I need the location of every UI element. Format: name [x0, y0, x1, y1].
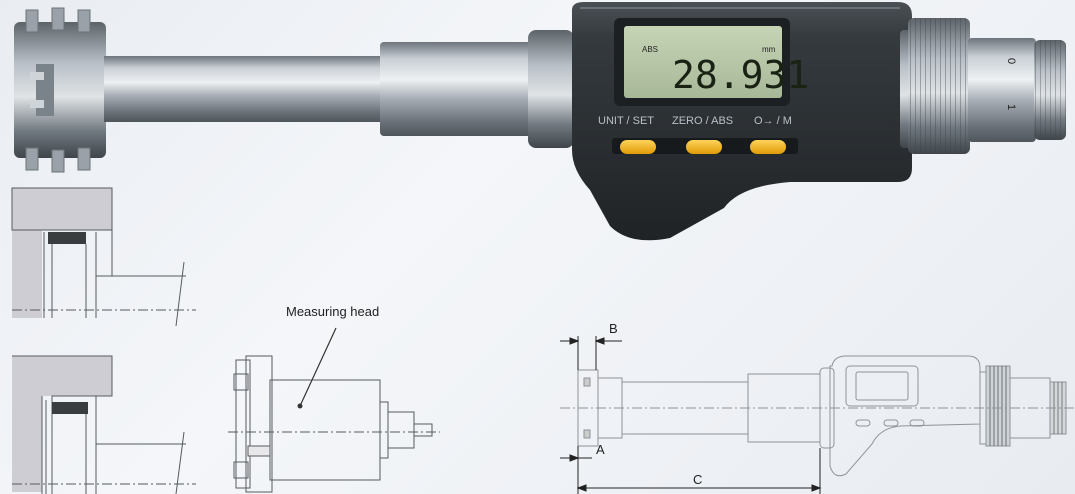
- hold-memory-button[interactable]: [750, 140, 786, 154]
- measuring-head-diagram: [228, 327, 440, 493]
- lcd-screen: [624, 26, 782, 98]
- knurled-ring: [908, 18, 970, 154]
- dimension-c-label: C: [693, 472, 702, 487]
- body-collar: [528, 30, 574, 148]
- zero-abs-label: ZERO / ABS: [672, 115, 733, 127]
- hold-memory-label: O→ / M: [754, 115, 792, 127]
- abs-indicator: ABS: [642, 45, 658, 54]
- mm-indicator: mm: [762, 45, 776, 54]
- zero-abs-button[interactable]: [686, 140, 722, 154]
- micrometer-photo: 0 1 UNIT / SET ZERO / ABS O→ / M ABS mm …: [14, 2, 1066, 241]
- dimension-lines: [560, 336, 822, 494]
- setting-ring-diagram-upper: [11, 187, 196, 327]
- setting-ring-diagram-lower: [12, 355, 196, 494]
- thimble: [968, 38, 1036, 142]
- measuring-head-callout: Measuring head: [286, 304, 379, 319]
- dimension-a-label: A: [596, 442, 605, 457]
- thimble-mark-1: 1: [1005, 104, 1017, 110]
- unit-set-button[interactable]: [620, 140, 656, 154]
- lcd-reading: 28.931: [672, 53, 809, 97]
- measuring-head-photo: [14, 7, 106, 173]
- dimension-diagram: [560, 355, 1075, 477]
- thimble-mark-0: 0: [1005, 58, 1017, 64]
- digital-body: [572, 2, 912, 241]
- ratchet-stop: [1034, 40, 1066, 140]
- dimension-b-label: B: [609, 321, 618, 336]
- shaft-thick: [380, 42, 540, 136]
- unit-set-label: UNIT / SET: [598, 115, 654, 127]
- shaft-thin: [104, 56, 394, 122]
